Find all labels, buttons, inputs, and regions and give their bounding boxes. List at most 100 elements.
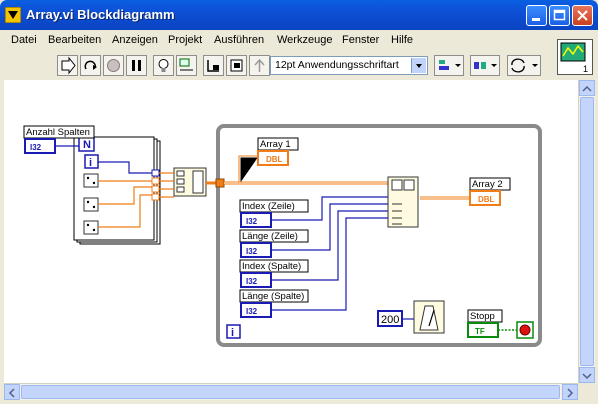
vi-icon-graph: 1: [560, 42, 588, 74]
vertical-scrollbar[interactable]: [578, 80, 595, 383]
menu-datei[interactable]: Datei: [11, 34, 37, 46]
chevron-up-icon: [582, 85, 592, 92]
stopp-label: Stopp: [470, 311, 495, 322]
reorder-button[interactable]: [507, 55, 541, 76]
pause-icon: [132, 60, 141, 71]
block-diagram: N i Anzahl Spa: [23, 124, 542, 347]
step-over-icon: [230, 59, 243, 72]
stop-terminal[interactable]: [516, 321, 534, 339]
step-over-button[interactable]: [226, 55, 247, 76]
index-zeile-label: Index (Zeile): [242, 201, 295, 212]
index-spalte-type: I32: [246, 277, 258, 286]
labview-app-icon: [5, 7, 21, 23]
array2-indicator[interactable]: Array 2 DBL: [469, 177, 511, 206]
index-spalte-control[interactable]: Index (Spalte) I32: [239, 259, 309, 288]
wait-constant-value: 200: [381, 314, 399, 326]
while-iteration-terminal: [226, 324, 241, 339]
menu-projekt[interactable]: Projekt: [168, 34, 203, 46]
laenge-spalte-control[interactable]: Länge (Spalte) I32: [239, 289, 309, 318]
run-button[interactable]: [57, 55, 78, 76]
maximize-button[interactable]: [549, 5, 570, 26]
align-objects-button[interactable]: [434, 55, 464, 76]
abort-button[interactable]: [103, 55, 124, 76]
array1-indicator[interactable]: Array 1 DBL: [257, 137, 299, 166]
close-icon: [577, 10, 588, 21]
window-title: Array.vi Blockdiagramm: [26, 7, 175, 22]
dice-icon: [83, 173, 99, 235]
loop-count-label: N: [83, 139, 91, 151]
stop-icon: [107, 59, 120, 72]
minimize-icon: [532, 18, 540, 21]
laenge-zeile-label: Länge (Zeile): [242, 231, 298, 242]
anzahl-spalten-control[interactable]: Anzahl Spalten I32: [23, 125, 95, 154]
lightbulb-icon: [158, 59, 169, 72]
reorder-icon: [511, 58, 538, 73]
stopp-type: TF: [475, 327, 485, 336]
highlight-execution-button[interactable]: [153, 55, 174, 76]
horizontal-scrollbar[interactable]: [4, 383, 578, 400]
step-into-icon: [207, 60, 219, 72]
while-loop[interactable]: i: [215, 124, 542, 347]
chevron-right-icon: [567, 388, 574, 398]
run-continuously-button[interactable]: [80, 55, 101, 76]
toolbar: 12pt Anwendungsschriftart: [0, 50, 598, 80]
laenge-spalte-label: Länge (Spalte): [242, 291, 304, 302]
step-out-icon: [254, 58, 265, 72]
index-spalte-label: Index (Spalte): [242, 261, 301, 272]
chevron-down-icon[interactable]: [411, 58, 426, 73]
array2-type: DBL: [478, 195, 495, 204]
chevron-left-icon: [8, 388, 15, 398]
laenge-zeile-control[interactable]: Länge (Zeile) I32: [239, 229, 309, 258]
distribute-objects-button[interactable]: [470, 55, 500, 76]
array2-label: Array 2: [472, 179, 503, 190]
index-zeile-type: I32: [246, 217, 258, 226]
laenge-spalte-type: I32: [246, 307, 258, 316]
anzahl-spalten-label: Anzahl Spalten: [26, 127, 90, 138]
array1-type: DBL: [266, 155, 283, 164]
close-button[interactable]: [572, 5, 593, 26]
vertical-scroll-thumb[interactable]: [580, 97, 594, 366]
chevron-down-icon: [582, 373, 592, 380]
pause-button[interactable]: [126, 55, 147, 76]
laenge-zeile-type: I32: [246, 247, 258, 256]
loop-tunnel: [215, 178, 225, 188]
index-zeile-control[interactable]: Index (Zeile) I32: [239, 199, 309, 228]
step-into-button[interactable]: [203, 55, 224, 76]
scroll-down-button[interactable]: [579, 367, 595, 383]
scroll-right-button[interactable]: [562, 384, 578, 400]
array1-label: Array 1: [260, 139, 291, 150]
metronome-icon[interactable]: [413, 300, 445, 334]
menu-bar: Datei Bearbeiten Anzeigen Projekt Ausfüh…: [0, 30, 598, 50]
probe-icon: [179, 58, 193, 71]
retain-wire-values-button[interactable]: [176, 55, 197, 76]
scroll-left-button[interactable]: [4, 384, 20, 400]
while-iteration-label: i: [231, 327, 234, 339]
run-arrow-icon: [61, 56, 76, 75]
array-subset-node[interactable]: [387, 176, 419, 228]
wait-constant[interactable]: 200: [377, 310, 403, 327]
align-objects-icon: [439, 60, 461, 70]
step-out-button[interactable]: [249, 55, 270, 76]
menu-bearbeiten[interactable]: Bearbeiten: [48, 34, 102, 46]
font-select[interactable]: 12pt Anwendungsschriftart: [270, 56, 428, 75]
vi-connector-icon[interactable]: 1: [557, 39, 593, 75]
run-continuously-icon: [84, 60, 97, 70]
minimize-button[interactable]: [526, 5, 547, 26]
build-array-node[interactable]: [173, 167, 207, 197]
menu-fenster[interactable]: Fenster: [342, 34, 380, 46]
menu-anzeigen[interactable]: Anzeigen: [112, 34, 158, 46]
menu-hilfe[interactable]: Hilfe: [391, 34, 414, 46]
title-bar[interactable]: Array.vi Blockdiagramm: [0, 0, 598, 30]
distribute-objects-icon: [474, 62, 497, 69]
horizontal-scroll-thumb[interactable]: [21, 385, 560, 399]
for-loop[interactable]: N i: [73, 136, 161, 245]
block-diagram-canvas[interactable]: N i Anzahl Spa: [4, 80, 578, 383]
scroll-up-button[interactable]: [579, 80, 595, 96]
font-select-value: 12pt Anwendungsschriftart: [275, 59, 399, 71]
stopp-control[interactable]: Stopp TF: [467, 309, 503, 338]
menu-werkzeuge[interactable]: Werkzeuge: [277, 34, 333, 46]
svg-text:1: 1: [583, 64, 588, 74]
anzahl-spalten-type: I32: [30, 143, 42, 152]
menu-ausfuehren[interactable]: Ausführen: [214, 34, 265, 46]
